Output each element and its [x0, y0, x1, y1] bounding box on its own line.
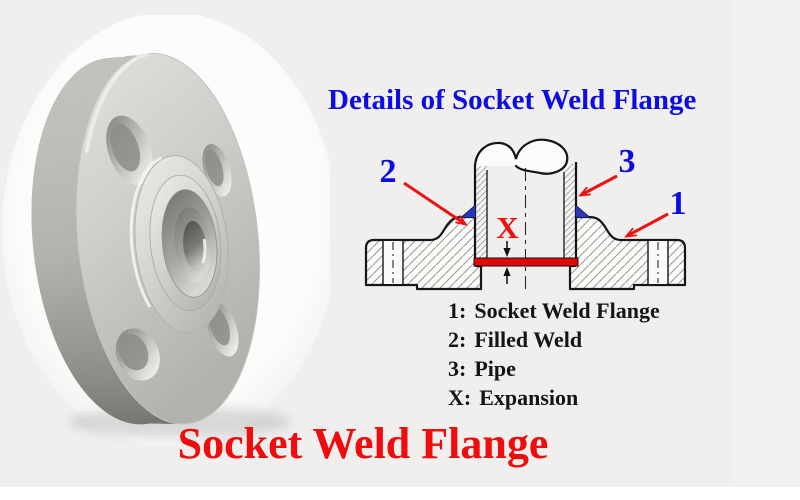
weld-left	[459, 204, 476, 218]
through-hole	[183, 221, 207, 271]
legend-label: Socket Weld Flange	[474, 298, 660, 323]
legend-key: 1:	[448, 298, 467, 323]
callout-1: 1	[670, 185, 687, 222]
arrow-to-flange	[627, 212, 669, 236]
bolt-hole-section-right	[647, 241, 669, 284]
cross-section-diagram: 2 3 1 X	[364, 138, 687, 291]
legend-key: 3:	[448, 356, 467, 381]
arrow-to-pipe	[581, 174, 618, 195]
legend-label: Filled Weld	[474, 327, 583, 352]
pipe-break-top	[473, 138, 569, 175]
page-title: Socket Weld Flange	[177, 419, 549, 468]
flange-photo-svg	[2, 12, 338, 448]
flange-body	[31, 51, 260, 425]
legend-item-pipe: 3: Pipe	[448, 354, 660, 383]
legend-item-flange: 1: Socket Weld Flange	[448, 296, 660, 325]
weld-right	[575, 204, 592, 218]
bolt-hole-top	[106, 115, 153, 185]
legend-item-expansion: X: Expansion	[448, 383, 660, 412]
background-bottom-strip	[0, 487, 800, 500]
expansion-dimension-arrows	[503, 241, 511, 284]
legend-item-weld: 2: Filled Weld	[448, 325, 660, 354]
callout-3: 3	[619, 143, 636, 180]
legend-label: Pipe	[474, 356, 516, 381]
arrow-to-weld	[403, 181, 465, 224]
callout-arrows	[403, 174, 669, 236]
diagram-title: Details of Socket Weld Flange	[328, 84, 697, 116]
legend-key: 2:	[448, 327, 467, 352]
bolt-hole-bottom-left	[115, 328, 160, 381]
expansion-gap-bar	[473, 257, 579, 267]
legend: 1: Socket Weld Flange 2: Filled Weld 3: …	[448, 296, 660, 412]
pipe	[473, 138, 578, 259]
legend-key: X:	[448, 385, 472, 410]
flange-photo	[0, 12, 338, 448]
legend-label: Expansion	[479, 385, 579, 410]
bolt-hole-section-left	[382, 241, 404, 284]
callout-x: X	[496, 210, 519, 245]
callout-2: 2	[380, 153, 397, 190]
background-right-pane	[733, 0, 800, 487]
